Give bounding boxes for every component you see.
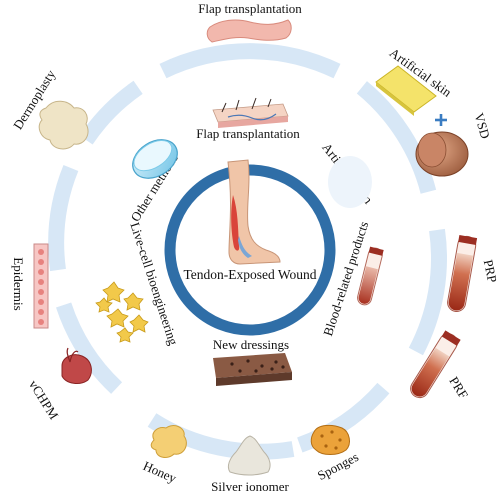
center-title: Tendon-Exposed Wound (183, 267, 316, 282)
plus-icon (435, 114, 447, 126)
outer-label-honey: Honey (141, 458, 179, 486)
honey-icon (150, 425, 187, 458)
leg-icon (227, 159, 281, 265)
outer-label-vchpm: vCHPM (26, 377, 62, 422)
outer-ring-segment-bottom-left (56, 302, 123, 394)
epidermis-icon (33, 243, 49, 329)
outer-ring-segment-bottom-right (296, 382, 390, 453)
outer-ring-segment-left (48, 164, 79, 272)
vchpm-icon (61, 347, 92, 384)
live-cells-icon (95, 281, 149, 343)
silver-ionomer-icon (227, 435, 271, 476)
prp-tube-icon (447, 234, 478, 313)
prf-tube-icon (410, 330, 461, 399)
outer-ring-segment-right (408, 228, 447, 356)
artificial-skin-sheet-icon (375, 65, 437, 116)
petri-dish-icon (132, 139, 178, 179)
sponge-icon (310, 424, 350, 455)
outer-label-prf: PRF (446, 374, 471, 402)
inner-label-flap: Flap transplantation (196, 126, 300, 141)
outer-ring-segment-top-right (356, 81, 437, 194)
outer-label-flap: Flap transplantation (198, 1, 302, 16)
outer-label-prp: PRP (481, 258, 500, 284)
outer-ring (48, 43, 447, 460)
dermoplasty-icon (38, 100, 89, 150)
outer-ring-segment-top-left (79, 80, 143, 145)
outer-label-vsd: VSD (472, 111, 494, 140)
vsd-sponge-icon (415, 131, 469, 177)
skin-layers-icon (212, 97, 289, 128)
inner-label-new-dressings: New dressings (213, 337, 289, 352)
dressing-block-icon (213, 353, 292, 386)
outer-label-silver-ionomer: Silver ionomer (211, 479, 289, 494)
artificial-skin-oval-icon (328, 156, 372, 208)
outer-label-epidermis: Epidermis (11, 257, 26, 310)
blood-tube-inner-icon (357, 246, 384, 306)
outer-ring-segment-top (159, 43, 341, 79)
flap-top-icon (206, 19, 292, 43)
